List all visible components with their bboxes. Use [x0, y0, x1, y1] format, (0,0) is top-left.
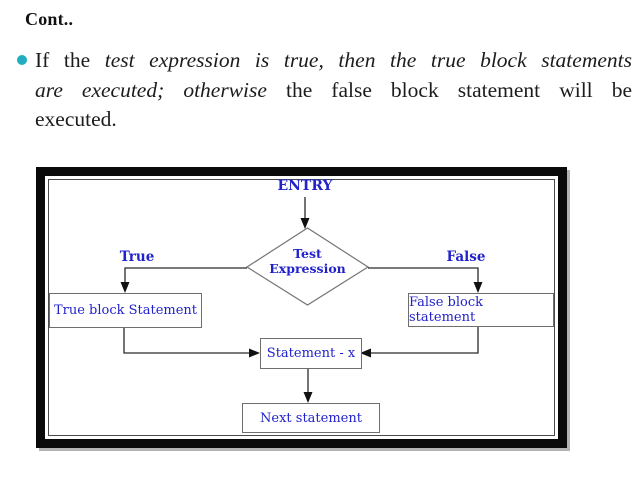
- statement-x-node: Statement - x: [260, 338, 362, 369]
- flowchart-frame-border: [48, 179, 555, 436]
- true-block-label: True block Statement: [53, 303, 198, 318]
- paragraph-line: are executed; otherwise the false block …: [35, 76, 632, 106]
- flowchart-frame: ENTRY Test Expression True False True bl…: [36, 167, 567, 448]
- statementx-to-next-arrowhead: [303, 392, 313, 403]
- next-statement-label: Next statement: [260, 410, 362, 426]
- true-branch-line: [124, 267, 247, 286]
- false-block-node: False block statement: [408, 293, 554, 327]
- slide-title: Cont..: [25, 9, 74, 29]
- false-branch-line: [368, 267, 479, 286]
- paragraph-segment-italic: are executed; otherwise: [35, 77, 267, 102]
- bullet-icon: [17, 55, 27, 65]
- decision-diamond-shape: [245, 227, 370, 306]
- bullet-paragraph: If the test expression is true, then the…: [35, 46, 632, 135]
- paragraph-segment-italic: test expression is true, then the true b…: [104, 48, 632, 72]
- true-branch-arrowhead: [120, 282, 130, 293]
- flowchart: ENTRY Test Expression True False True bl…: [36, 167, 567, 448]
- paragraph-segment: executed.: [35, 107, 117, 131]
- paragraph-line: executed.: [35, 105, 632, 135]
- true-branch-label: True: [119, 249, 155, 265]
- false-branch-label: False: [446, 249, 486, 265]
- paragraph-line: If the test expression is true, then the…: [35, 46, 632, 76]
- paragraph-segment: the false block statement will be: [266, 77, 632, 102]
- false-branch-arrowhead: [473, 282, 483, 293]
- false-to-statementx-arrowhead: [360, 348, 371, 358]
- flowchart-connectors: [120, 197, 483, 403]
- false-block-label: False block statement: [409, 295, 484, 325]
- test-expression-label: Test Expression: [269, 246, 346, 276]
- true-block-node: True block Statement: [49, 293, 202, 328]
- next-statement-node: Next statement: [242, 403, 380, 433]
- statement-x-label: Statement - x: [266, 346, 356, 361]
- true-to-statementx-arrowhead: [249, 348, 260, 358]
- entry-label: ENTRY: [277, 178, 333, 194]
- true-to-statementx-line: [123, 326, 252, 354]
- paragraph-segment: If the: [35, 48, 105, 72]
- false-to-statementx-line: [368, 325, 479, 354]
- entry-arrowhead: [300, 218, 310, 229]
